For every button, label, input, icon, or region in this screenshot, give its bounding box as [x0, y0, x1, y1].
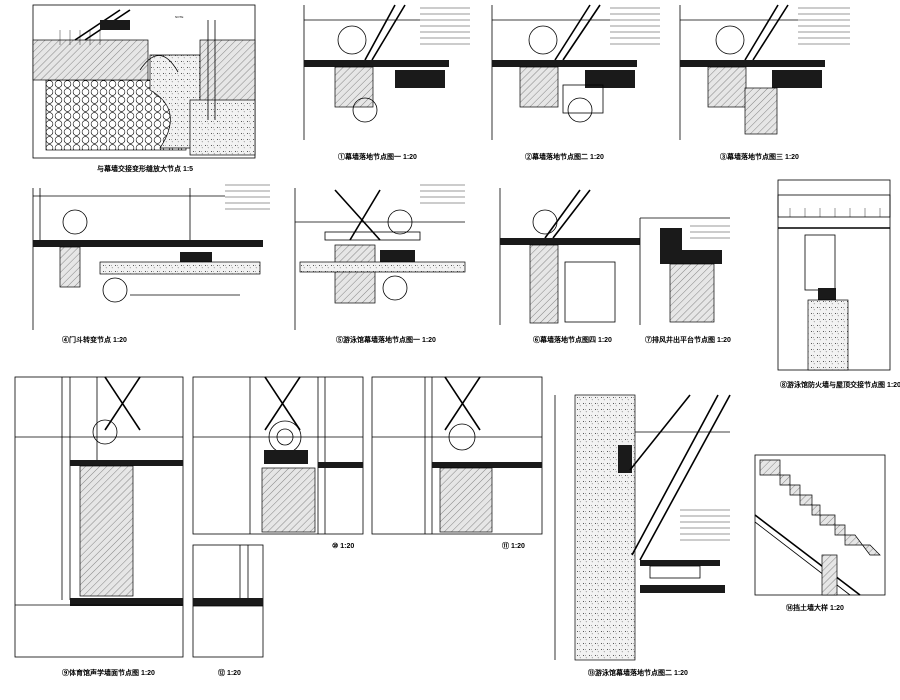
caption-d08: ⑦排风井出平台节点图 1:20 [645, 335, 731, 344]
caption-d14: ⑬游泳馆幕墙落地节点图二 1:20 [588, 668, 688, 677]
detail-curtain-wall-base-4: ⑥幕墙落地节点图四 1:20 [499, 188, 640, 344]
detail-expansion-joint-1-5: NOTE 与幕墙交接变形缝放大节点 1:5 [32, 4, 256, 173]
svg-text:NOTE: NOTE [175, 15, 183, 19]
caption-d01: 与幕墙交接变形缝放大节点 1:5 [97, 164, 193, 173]
caption-d09: ⑧游泳馆防火墙与屋顶交接节点图 1:20 [780, 380, 900, 389]
detail-11: ⑪ 1:20 [371, 376, 543, 550]
caption-d07: ⑥幕墙落地节点图四 1:20 [533, 335, 612, 344]
detail-curtain-wall-base-2: ②幕墙落地节点图二 1:20 [491, 4, 660, 161]
detail-10: ⑩ 1:20 [192, 376, 364, 550]
detail-pool-curtain-wall-base-2: ⑬游泳馆幕墙落地节点图二 1:20 [554, 394, 731, 677]
caption-d15: ⑭挡土墙大样 1:20 [786, 603, 844, 612]
caption-d06: ⑤游泳馆幕墙落地节点图一 1:20 [336, 335, 436, 344]
caption-d12: ⑪ 1:20 [502, 541, 525, 550]
detail-pool-firewall-roof: ⑧游泳馆防火墙与屋顶交接节点图 1:20 [777, 179, 900, 389]
detail-exhaust-shaft-platform: ⑦排风井出平台节点图 1:20 [639, 217, 731, 344]
caption-d11: ⑩ 1:20 [332, 542, 354, 550]
detail-retaining-wall: ⑭挡土墙大样 1:20 [754, 454, 886, 612]
caption-d02: ①幕墙落地节点图一 1:20 [338, 152, 417, 161]
caption-d05: ④门斗转变节点 1:20 [62, 335, 127, 344]
caption-d13: ⑫ 1:20 [218, 668, 241, 677]
caption-d04: ③幕墙落地节点图三 1:20 [720, 152, 799, 161]
caption-d03: ②幕墙落地节点图二 1:20 [525, 152, 604, 161]
caption-d10: ⑨体育馆声学墙面节点图 1:20 [62, 668, 155, 677]
detail-curtain-wall-base-3: ③幕墙落地节点图三 1:20 [679, 4, 850, 161]
detail-12: ⑫ 1:20 [192, 544, 264, 677]
detail-curtain-wall-base-1: ①幕墙落地节点图一 1:20 [303, 4, 470, 161]
detail-pool-curtain-wall-base-1: ⑤游泳馆幕墙落地节点图一 1:20 [294, 184, 466, 344]
detail-door-vestibule: ④门斗转变节点 1:20 [32, 184, 270, 344]
detail-gym-acoustic-wall: ⑨体育馆声学墙面节点图 1:20 [14, 376, 184, 677]
